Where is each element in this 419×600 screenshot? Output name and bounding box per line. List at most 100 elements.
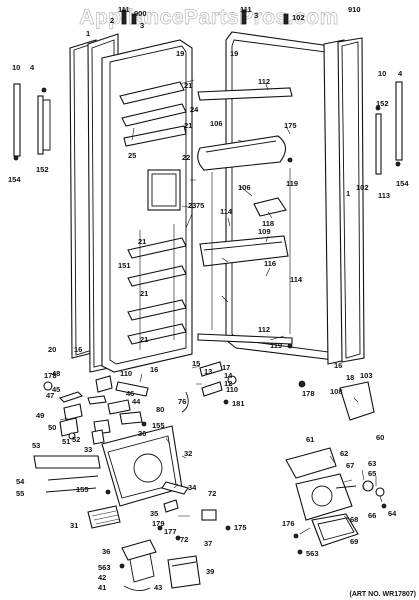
part-175-screw bbox=[225, 525, 231, 531]
callout-154: 154 bbox=[8, 175, 21, 184]
part-110-bracket bbox=[95, 375, 113, 393]
callout-64: 64 bbox=[388, 509, 397, 518]
callout-30: 30 bbox=[138, 429, 146, 438]
callout-155: 155 bbox=[152, 421, 165, 430]
callout-110: 110 bbox=[226, 385, 238, 394]
callout-1: 1 bbox=[86, 29, 90, 38]
callout-13: 13 bbox=[204, 367, 212, 376]
part-69-inner bbox=[317, 517, 355, 541]
callout-114: 114 bbox=[220, 207, 233, 216]
callout-41: 41 bbox=[98, 583, 106, 592]
callout-72: 72 bbox=[180, 535, 188, 544]
callout-21: 21 bbox=[184, 121, 192, 130]
freezer-door-shelf-4 bbox=[127, 237, 187, 259]
drain-grid bbox=[87, 505, 121, 529]
callout-910: 910 bbox=[348, 5, 361, 14]
part-44-block bbox=[107, 399, 131, 415]
callout-178: 178 bbox=[44, 371, 57, 380]
callout-110: 110 bbox=[120, 369, 132, 378]
handle-bracket-left bbox=[43, 99, 51, 151]
top-hinge-pin-left bbox=[121, 9, 127, 25]
callout-21: 21 bbox=[138, 237, 146, 246]
motor-assembly bbox=[119, 509, 231, 591]
callout-111: 111 bbox=[118, 5, 130, 14]
freezer-door-shelf-5 bbox=[127, 265, 187, 287]
handle-screw-top-left bbox=[41, 87, 47, 93]
callout-21: 21 bbox=[140, 289, 148, 298]
callout-112: 112 bbox=[258, 325, 270, 334]
ice-crusher-assembly bbox=[33, 375, 189, 529]
callout-36: 36 bbox=[102, 547, 110, 556]
motor-mount-plate bbox=[129, 553, 155, 583]
ice-bucket-inner bbox=[107, 435, 177, 499]
part-63-bushing bbox=[362, 480, 374, 492]
callout-10: 10 bbox=[378, 69, 386, 78]
door-outer-panel-right bbox=[337, 37, 365, 363]
callout-154: 154 bbox=[396, 179, 409, 188]
motor-bracket bbox=[121, 539, 157, 561]
part-49-actuator bbox=[59, 417, 79, 437]
freezer-handle-group bbox=[13, 83, 51, 161]
callout-49: 49 bbox=[36, 411, 44, 420]
callout-14: 14 bbox=[224, 371, 233, 380]
part-80-bracket bbox=[119, 411, 143, 425]
callout-19: 19 bbox=[230, 49, 238, 58]
callout-55: 55 bbox=[16, 489, 24, 498]
callout-3: 3 bbox=[140, 21, 144, 30]
part-64-screw bbox=[381, 503, 387, 509]
freezer-door-shelf-2 bbox=[121, 103, 187, 127]
callout-65: 65 bbox=[368, 469, 376, 478]
door-rail-upper bbox=[197, 87, 293, 101]
callout-113: 113 bbox=[378, 191, 390, 200]
callout-53: 53 bbox=[32, 441, 40, 450]
dairy-compartment bbox=[197, 135, 287, 171]
callout-63: 63 bbox=[368, 459, 376, 468]
part-68-housing bbox=[295, 473, 353, 521]
handle-trim-right bbox=[395, 81, 403, 161]
callout-175: 175 bbox=[284, 121, 297, 130]
callout-19: 19 bbox=[176, 49, 184, 58]
callout-175: 175 bbox=[234, 523, 247, 532]
callout-151: 151 bbox=[118, 261, 131, 270]
callout-563: 563 bbox=[306, 549, 319, 558]
crusher-blade bbox=[161, 481, 189, 495]
ice-bucket bbox=[101, 425, 183, 507]
callout-18: 18 bbox=[346, 373, 354, 382]
top-hinge-pin-left-2 bbox=[131, 13, 137, 25]
leader-lines bbox=[59, 79, 383, 535]
motor-wire bbox=[123, 585, 151, 591]
callout-75: 75 bbox=[196, 201, 204, 210]
callout-12: 12 bbox=[224, 379, 232, 388]
callout-20: 20 bbox=[48, 345, 56, 354]
callout-52: 52 bbox=[72, 435, 80, 444]
center-hinge-parts bbox=[181, 361, 237, 413]
callout-152: 152 bbox=[376, 99, 389, 108]
part-45-link bbox=[58, 391, 84, 403]
part-563-dispenser-screw bbox=[297, 549, 303, 555]
callout-23: 23 bbox=[188, 201, 196, 210]
callout-102: 102 bbox=[292, 13, 305, 22]
callout-118: 118 bbox=[262, 219, 274, 228]
part-50-washer bbox=[68, 432, 76, 440]
handle-screw-left bbox=[13, 155, 19, 161]
screw-155b bbox=[105, 489, 111, 495]
callout-76: 76 bbox=[178, 397, 186, 406]
callout-25: 25 bbox=[128, 151, 136, 160]
chute-frame bbox=[33, 455, 101, 469]
part-110-cap bbox=[227, 375, 237, 385]
callout-22: 22 bbox=[182, 153, 190, 162]
freezer-door-shelf-7 bbox=[127, 323, 187, 345]
callout-51: 51 bbox=[62, 437, 70, 446]
callout-32: 32 bbox=[184, 449, 192, 458]
part-15-shim bbox=[199, 361, 223, 377]
callout-21: 21 bbox=[184, 81, 192, 90]
callout-33: 33 bbox=[84, 445, 92, 454]
drain-grid-hatch bbox=[91, 510, 120, 525]
callout-119: 119 bbox=[286, 179, 298, 188]
part-61-funnel bbox=[285, 447, 337, 479]
callout-103: 103 bbox=[360, 371, 373, 380]
part-48-cap bbox=[43, 381, 53, 391]
callout-42: 42 bbox=[98, 573, 106, 582]
door-liner-right bbox=[225, 31, 335, 361]
guard-rails bbox=[45, 475, 99, 493]
